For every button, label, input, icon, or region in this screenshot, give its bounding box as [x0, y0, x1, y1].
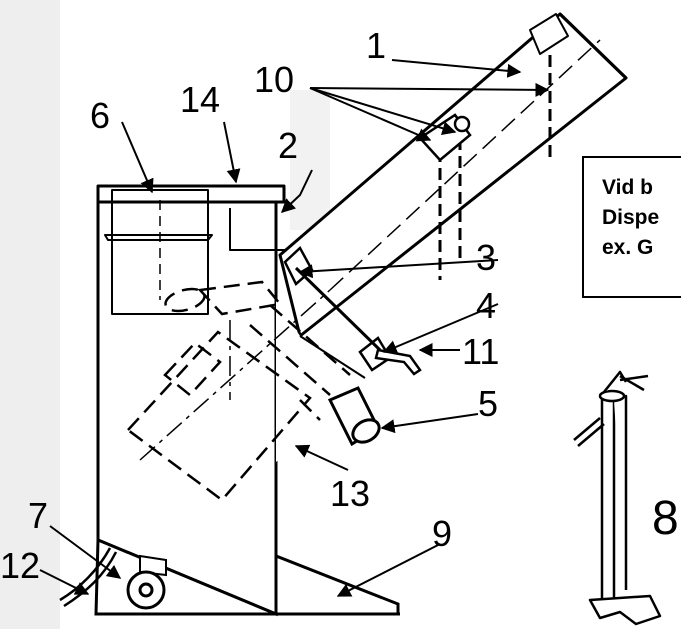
power-cable [59, 547, 118, 608]
callout-8: 8 [652, 492, 679, 545]
note-line-2: Dispe [602, 206, 660, 229]
callout-1: 1 [366, 25, 386, 66]
note-line-1: Vid b [602, 176, 653, 199]
callout-11: 11 [462, 331, 499, 372]
callout-9: 9 [432, 513, 452, 554]
callout-12: 12 [0, 545, 40, 586]
callout-6: 6 [90, 95, 110, 136]
base-ramp [94, 537, 400, 617]
callout-14: 14 [180, 79, 220, 120]
hidden-motor [126, 280, 351, 502]
callout-labels: 1 2 3 4 5 6 7 8 9 10 11 12 13 14 [0, 25, 679, 586]
stand-item [573, 370, 662, 626]
note-box: Vid b Dispe ex. G [582, 156, 681, 298]
caster-wheel [126, 554, 167, 610]
support-rod [294, 266, 382, 352]
background-wash [0, 0, 330, 629]
callout-3: 3 [476, 237, 496, 278]
callout-4: 4 [476, 285, 496, 326]
callout-10: 10 [254, 59, 294, 100]
cabinet [96, 184, 288, 616]
note-line-3: ex. G [602, 236, 654, 259]
leader-lines [39, 59, 550, 597]
axis-lines [139, 289, 331, 461]
handle [374, 348, 422, 376]
callout-7: 7 [28, 495, 48, 536]
callout-13: 13 [330, 473, 370, 514]
outlet-spout [327, 386, 381, 447]
tube-hidden-lines [438, 55, 552, 280]
callout-2: 2 [278, 125, 298, 166]
callout-5: 5 [478, 383, 498, 424]
